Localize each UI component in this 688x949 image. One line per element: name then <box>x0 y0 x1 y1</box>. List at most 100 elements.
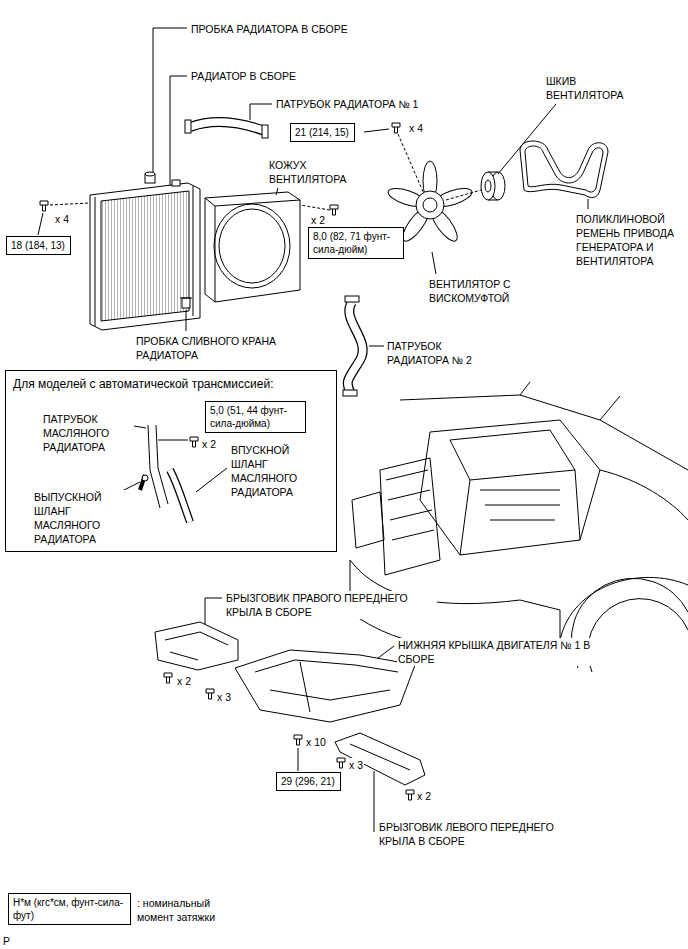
leader-line <box>378 646 394 658</box>
leader-line <box>369 346 384 347</box>
leader-line <box>432 252 436 274</box>
part-label: РАДИАТОР В СБОРЕ <box>190 69 297 83</box>
fan-shroud <box>205 198 300 302</box>
torque-box: 8,0 (82, 71 фунт-сила-дюйм) <box>308 227 404 259</box>
vehicle-front <box>380 458 440 575</box>
leader-line <box>276 188 278 195</box>
leader-line <box>588 199 589 209</box>
part-label: БРЫЗГОВИК ЛЕВОГО ПЕРЕДНЕГО КРЫЛА В СБОРЕ <box>378 820 590 848</box>
bolt <box>337 758 345 768</box>
part-label: ШКИВ ВЕНТИЛЯТОРА <box>545 74 637 102</box>
torque-box: 18 (184, 13) <box>6 236 71 255</box>
leader-line <box>38 213 43 235</box>
torque-value: Н*м (кгс*см, фунт-сила-фут) <box>13 896 125 922</box>
vehicle-front <box>600 470 688 520</box>
radiator <box>90 172 200 330</box>
fan-shroud <box>214 204 290 288</box>
torque-value: 21 (214, 15) <box>295 126 349 139</box>
bolt <box>330 205 338 215</box>
fan <box>423 198 437 212</box>
quantity-label: x 2 <box>201 437 217 451</box>
assembly-line <box>50 203 90 205</box>
vehicle-front <box>386 470 434 540</box>
torque-box: 5,0 (51, 44 фунт-сила-дюйма) <box>205 401 306 433</box>
drain-plug <box>180 298 192 308</box>
part-label: ПРОБКА СЛИВНОГО КРАНА РАДИАТОРА <box>135 334 297 362</box>
quantity-label: x 2 <box>310 213 326 227</box>
radiator-hose <box>185 120 191 133</box>
fan-pulley <box>481 172 495 200</box>
fan-pulley <box>481 172 505 200</box>
vehicle-front <box>420 420 600 555</box>
radiator-hose <box>262 125 268 138</box>
drain-plug <box>180 298 192 299</box>
radiator <box>95 186 193 326</box>
assembly-line <box>398 134 424 194</box>
torque-value: 8,0 (82, 71 фунт-сила-дюйм) <box>313 230 398 256</box>
assembly-line <box>50 134 481 210</box>
splash-shield <box>335 733 425 785</box>
leader-line <box>205 598 222 624</box>
legend-box: Н*м (кгс*см, фунт-сила-фут) <box>8 893 131 925</box>
leader-line <box>374 771 375 832</box>
quantity-label: x 2 <box>416 789 432 803</box>
radiator <box>101 191 189 321</box>
leader-line <box>364 129 389 132</box>
frame-heading: Для моделей с автоматической трансмиссие… <box>6 371 336 398</box>
radiator <box>145 172 155 176</box>
fan-shroud <box>205 192 300 302</box>
vehicle-front <box>520 382 620 420</box>
part-label: БРЫЗГОВИК ПРАВОГО ПЕРЕДНЕГО КРЫЛА В СБОР… <box>225 591 437 619</box>
torque-box: 29 (296, 21) <box>276 772 341 791</box>
vehicle-front <box>400 395 688 470</box>
part-label: ПАТРУБОК РАДИАТОРА № 2 <box>386 339 488 367</box>
oil-cooler-pipe <box>170 470 190 522</box>
bolt <box>406 790 414 800</box>
bolt <box>40 123 414 800</box>
torque-value: 5,0 (51, 44 фунт-сила-дюйма) <box>210 404 300 430</box>
torque-box: 21 (214, 15) <box>290 123 355 142</box>
vehicle-front <box>450 430 580 555</box>
fan-shroud <box>205 192 300 302</box>
page-mark: P <box>2 934 11 948</box>
fan-pulley <box>485 180 491 192</box>
quantity-label: x 4 <box>54 212 70 226</box>
bolt <box>164 673 172 683</box>
radiator <box>172 180 180 186</box>
radiator <box>90 183 200 330</box>
vehicle-front <box>588 599 688 672</box>
radiator-hose <box>345 296 359 302</box>
splash-shield <box>155 622 238 670</box>
part-label: ПАТРУБОК РАДИАТОРА № 1 <box>275 97 419 111</box>
leader-line <box>38 28 588 832</box>
drive-belt <box>520 141 608 198</box>
quantity-label: x 10 <box>305 735 327 749</box>
vehicle-front <box>480 490 560 520</box>
part-label: ПРОБКА РАДИАТОРА В СБОРЕ <box>190 22 349 36</box>
leader-line <box>298 748 299 771</box>
assembly-line <box>300 205 330 210</box>
oil-cooler-pipe <box>158 440 188 441</box>
leader-line <box>498 104 556 174</box>
drive-belt <box>520 141 608 198</box>
part-label: ВЫПУСКНОЙ ШЛАНГ МАСЛЯНОГО РАДИАТОРА <box>33 490 125 546</box>
bolt <box>392 123 400 133</box>
part-label: ПАТРУБОК МАСЛЯНОГО РАДИАТОРА <box>42 412 134 454</box>
bolt <box>190 437 198 447</box>
part-label: ПОЛИКЛИНОВОЙ РЕМЕНЬ ПРИВОДА ГЕНЕРАТОРА И… <box>575 212 682 268</box>
radiator-hose <box>348 302 363 392</box>
leader-line <box>250 104 272 120</box>
leader-line <box>196 468 227 492</box>
part-label: КОЖУХ ВЕНТИЛЯТОРА <box>268 158 365 186</box>
leader-line <box>134 426 146 428</box>
quantity-label: x 4 <box>408 121 424 135</box>
bolt <box>206 689 214 699</box>
part-label: НИЖНЯЯ КРЫШКА ДВИГАТЕЛЯ № 1 В СБОРЕ <box>397 638 599 666</box>
legend-text: : номинальный момент затяжки <box>136 896 238 924</box>
radiator-hose <box>343 390 357 396</box>
drain-plug <box>182 298 190 308</box>
radiator-hose <box>348 302 363 392</box>
